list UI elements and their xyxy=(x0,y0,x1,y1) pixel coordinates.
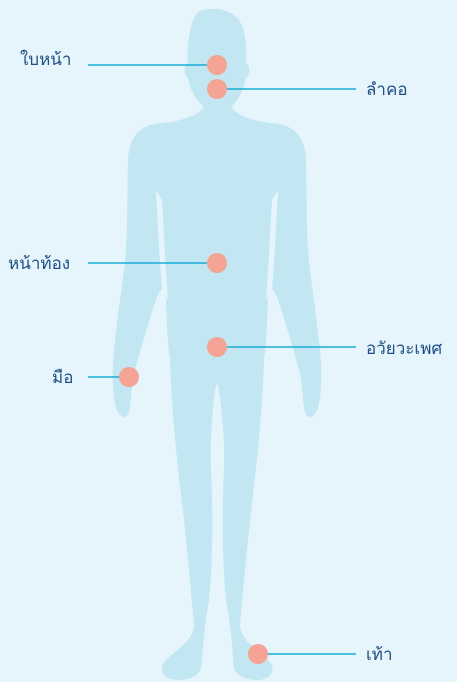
label-genitals: อวัยวะเพศ xyxy=(366,339,442,359)
label-foot: เท้า xyxy=(366,645,393,665)
marker-hand xyxy=(119,367,139,387)
marker-neck xyxy=(207,79,227,99)
marker-genitals xyxy=(207,337,227,357)
label-hand: มือ xyxy=(52,368,73,388)
torso-and-limbs-shape xyxy=(113,108,322,680)
marker-face xyxy=(207,55,227,75)
label-neck: ลำคอ xyxy=(366,80,408,100)
label-abdomen: หน้าท้อง xyxy=(8,254,70,274)
marker-foot xyxy=(248,644,268,664)
label-face: ใบหน้า xyxy=(20,50,71,70)
marker-abdomen xyxy=(207,253,227,273)
